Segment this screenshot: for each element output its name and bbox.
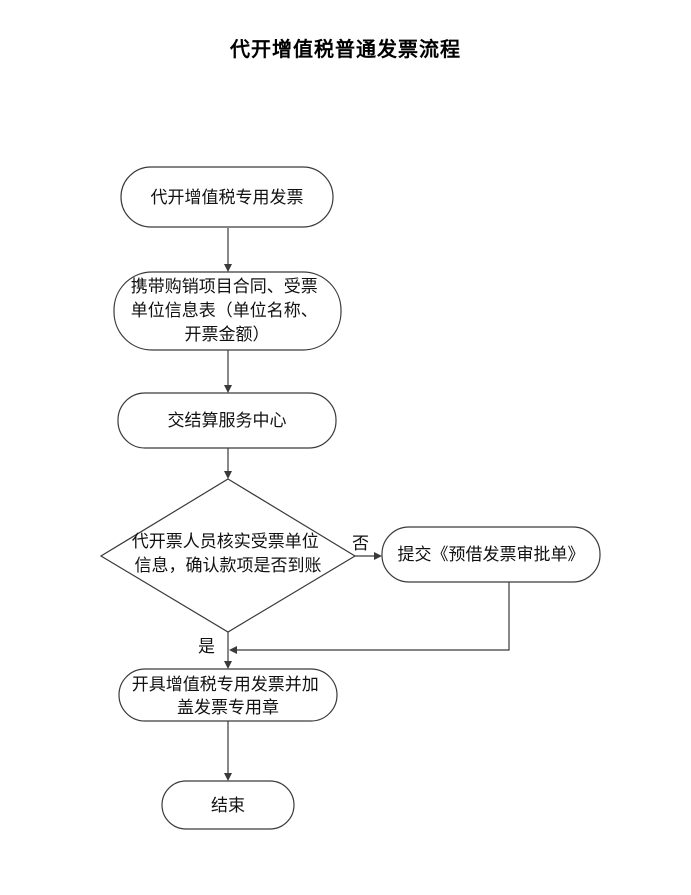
svg-text:开具增值税专用发票并加 盖发票专用章: 开具增值税专用发票并加 盖发票专用章 [132,675,324,718]
svg-text:代开增值税专用发票: 代开增值税专用发票 [151,188,304,208]
rounded-box [120,166,334,228]
edge-n5-merge [236,582,510,651]
arrowhead [224,773,232,781]
rounded-box [113,271,342,351]
node-decision-verify-payment: 代开票人员核实受票单位 信息，确认款项是否到账 [99,478,357,633]
node-bring-contract-info: 携带购销项目合同、受票 单位信息表（单位名称、 开票金额） [113,271,342,351]
rounded-box [161,780,295,830]
node-label: 结束 [211,796,245,816]
node-start-issue-special-invoice: 代开增值税专用发票 [120,166,334,228]
node-end: 结束 [161,780,295,830]
arrowhead [229,646,237,654]
rounded-box [118,668,338,722]
node-label: 开具增值税专用发票并加 [132,675,319,695]
svg-text:提交《预借发票审批单》: 提交《预借发票审批单》 [398,545,585,565]
svg-text:结束: 结束 [211,796,245,816]
decision-diamond [99,478,357,633]
edge-label-no: 否 [352,534,369,554]
svg-text:代开票人员核实受票单位 信息，确认款项是否到账: 代开票人员核实受票单位 信息，确认款项是否到账 [132,532,324,576]
edges [224,228,510,781]
arrowhead [374,552,382,560]
node-submit-settlement-center: 交结算服务中心 [117,392,337,449]
node-submit-advance-invoice-form: 提交《预借发票审批单》 [381,526,601,583]
node-label: 盖发票专用章 [177,698,279,718]
node-label: 携带购销项目合同、受票 [131,277,318,297]
node-label: 信息，确认款项是否到账 [135,556,322,576]
node-label: 开票金额） [185,325,270,345]
rounded-box [381,526,601,583]
node-issue-invoice-stamp: 开具增值税专用发票并加 盖发票专用章 [118,668,338,722]
node-label: 代开票人员核实受票单位 [132,532,319,552]
arrowhead [224,264,232,272]
node-label: 代开增值税专用发票 [151,188,304,208]
page-title: 代开增值税普通发票流程 [230,37,461,61]
rounded-box [117,392,337,449]
node-label: 交结算服务中心 [168,411,287,431]
svg-text:交结算服务中心: 交结算服务中心 [168,411,287,431]
edge-label-yes: 是 [198,637,215,657]
node-label: 提交《预借发票审批单》 [398,545,585,565]
arrowhead [224,385,232,393]
arrowhead [224,661,232,669]
node-label: 单位信息表（单位名称、 [131,301,318,321]
svg-text:携带购销项目合同、受票 单位信息表（单位名称、: 携带购销项目合同、受票 单位信息表（单位名称、 开票金额） [131,277,323,345]
arrowhead [224,471,232,479]
